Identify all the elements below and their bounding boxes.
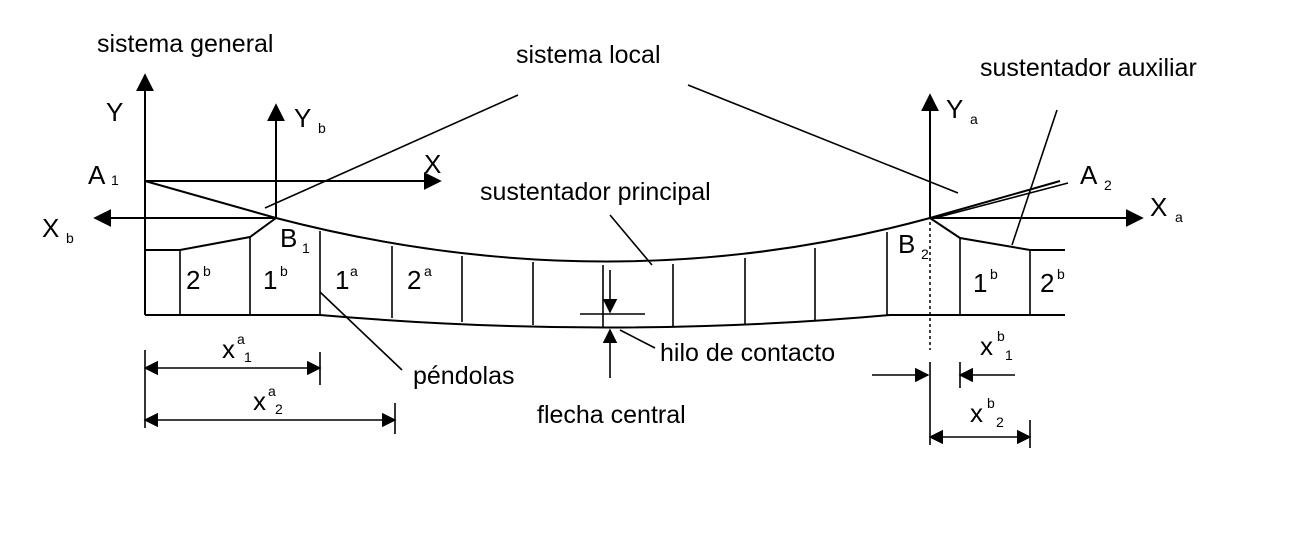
label-pendolas: péndolas <box>413 362 514 390</box>
svg-text:1: 1 <box>973 268 987 298</box>
svg-text:a: a <box>237 331 245 347</box>
label-sistema-general: sistema general <box>97 30 273 58</box>
label-sustentador-principal: sustentador principal <box>480 178 711 206</box>
svg-text:x: x <box>253 386 266 416</box>
leader-sistema-local-right <box>687 84 959 194</box>
label-axis-ya: Y a <box>946 94 978 127</box>
svg-text:b: b <box>203 263 211 279</box>
label-dropper-2b-left: 2 b <box>186 263 211 295</box>
aux-messenger-right <box>929 217 1065 251</box>
label-axis-xb: X b <box>42 213 74 246</box>
label-dim-xb2: x b 2 <box>970 395 1004 430</box>
svg-text:2: 2 <box>186 265 200 295</box>
svg-text:x: x <box>980 331 993 361</box>
label-point-a1: A 1 <box>88 160 119 190</box>
label-sistema-local: sistema local <box>516 41 661 69</box>
svg-text:b: b <box>990 266 998 282</box>
svg-text:a: a <box>970 111 978 127</box>
main-messenger-wire <box>144 180 1061 263</box>
label-hilo-de-contacto: hilo de contacto <box>660 339 835 367</box>
svg-text:b: b <box>280 263 288 279</box>
svg-text:a: a <box>1175 209 1183 225</box>
leader-sustentador-principal <box>609 214 653 266</box>
svg-text:X: X <box>1150 192 1167 222</box>
svg-text:1: 1 <box>263 265 277 295</box>
svg-text:2: 2 <box>921 246 929 262</box>
label-dim-xb1: x b 1 <box>980 328 1013 363</box>
svg-text:x: x <box>222 334 235 364</box>
svg-text:1: 1 <box>302 240 310 256</box>
svg-text:2: 2 <box>1104 177 1112 193</box>
leader-sustentador-auxiliar <box>1011 109 1058 246</box>
svg-text:1: 1 <box>244 349 252 365</box>
aux-messenger-left <box>145 217 277 251</box>
contact-wire <box>145 314 1065 329</box>
leader-sistema-local-left <box>264 94 519 209</box>
svg-text:2: 2 <box>275 401 283 417</box>
svg-text:b: b <box>987 395 995 411</box>
label-axis-y: Y <box>106 97 123 127</box>
svg-text:x: x <box>970 398 983 428</box>
droppers <box>179 231 1031 327</box>
label-axis-yb: Y b <box>294 103 326 136</box>
svg-text:Y: Y <box>946 94 963 124</box>
svg-text:B: B <box>280 223 297 253</box>
svg-text:b: b <box>997 328 1005 344</box>
label-dropper-2b-right: 2 b <box>1040 266 1065 298</box>
leader-hilo-contacto <box>619 329 656 349</box>
svg-text:1: 1 <box>335 265 349 295</box>
label-sustentador-auxiliar: sustentador auxiliar <box>980 54 1197 82</box>
label-point-b2: B 2 <box>898 229 929 262</box>
svg-text:B: B <box>898 229 915 259</box>
label-dropper-1a-left: 1 a <box>335 263 358 295</box>
svg-text:Y: Y <box>294 103 311 133</box>
leader-pendolas <box>319 291 403 371</box>
label-dropper-1b-right: 1 b <box>973 266 998 298</box>
svg-text:b: b <box>66 230 74 246</box>
svg-text:A: A <box>1080 160 1098 190</box>
label-axis-x: X <box>424 149 441 179</box>
svg-text:b: b <box>1057 266 1065 282</box>
label-point-a2: A 2 <box>1080 160 1112 193</box>
leader-a2 <box>934 182 1069 219</box>
svg-text:2: 2 <box>1040 268 1054 298</box>
label-dropper-1b-left: 1 b <box>263 263 288 295</box>
label-flecha-central: flecha central <box>537 401 686 429</box>
svg-text:b: b <box>318 120 326 136</box>
label-dim-xa1: x a 1 <box>222 331 252 365</box>
svg-text:A: A <box>88 160 106 190</box>
svg-text:2: 2 <box>996 414 1004 430</box>
svg-text:1: 1 <box>1005 347 1013 363</box>
label-dim-xa2: x a 2 <box>253 383 283 417</box>
svg-text:1: 1 <box>111 172 119 188</box>
label-axis-xa: X a <box>1150 192 1183 225</box>
label-point-b1: B 1 <box>280 223 310 256</box>
svg-text:a: a <box>424 263 432 279</box>
label-dropper-2a-left: 2 a <box>407 263 432 295</box>
svg-text:X: X <box>42 213 59 243</box>
svg-text:2: 2 <box>407 265 421 295</box>
svg-text:a: a <box>350 263 358 279</box>
svg-text:a: a <box>268 383 276 399</box>
